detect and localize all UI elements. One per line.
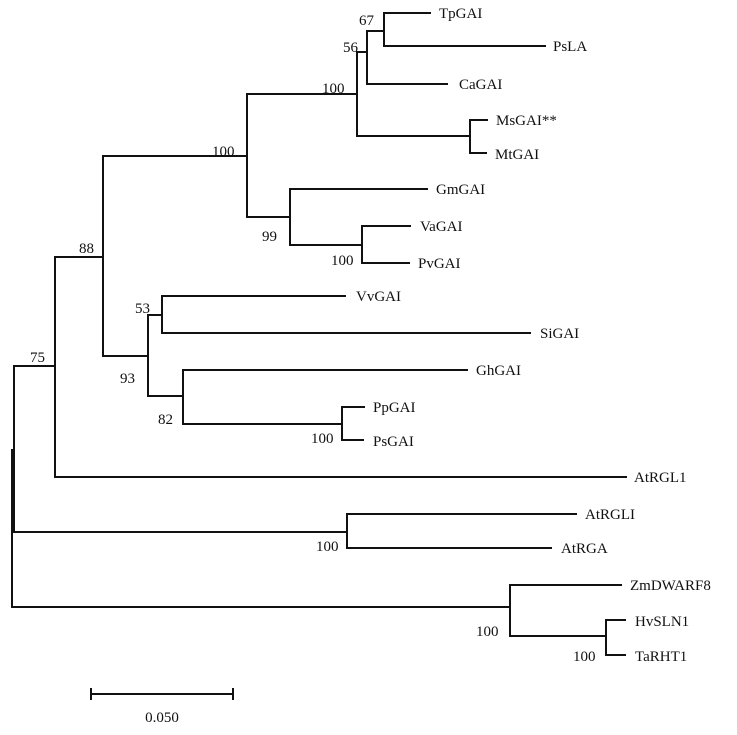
- taxon-label-cagai: CaGAI: [459, 77, 502, 93]
- taxon-label-tpgai: TpGAI: [439, 6, 482, 22]
- taxon-label-ppgai: PpGAI: [373, 400, 416, 416]
- bootstrap-label-legume-core: 100: [322, 81, 345, 97]
- taxon-label-psla: PsLA: [553, 39, 587, 55]
- tree-branches: [11, 12, 627, 656]
- taxon-label-atrga: AtRGA: [561, 541, 608, 557]
- bootstrap-label-dicot-group: 88: [79, 241, 94, 257]
- bootstrap-label-legume-big: 100: [212, 144, 235, 160]
- bootstrap-label-gh-pp-ps: 82: [158, 412, 173, 428]
- taxon-label-hvsln1: HvSLN1: [635, 614, 689, 630]
- taxon-label-gmgai: GmGAI: [436, 182, 485, 198]
- scale-bar: 0.050: [90, 688, 234, 726]
- bootstrap-label-pp-ps: 100: [311, 431, 334, 447]
- bootstrap-label-hv-ta: 100: [573, 649, 596, 665]
- bootstrap-label-tp-ps: 67: [359, 13, 375, 29]
- bootstrap-label-monocots: 100: [476, 624, 499, 640]
- bootstrap-label-va-pv: 100: [331, 253, 354, 269]
- taxon-label-atrgl1: AtRGL1: [634, 470, 687, 486]
- taxon-label-msgai: MsGAI**: [496, 113, 557, 129]
- taxon-label-atrgli: AtRGLI: [585, 507, 635, 523]
- bootstrap-label-with-atrgl1: 75: [30, 350, 45, 366]
- bootstrap-label-gm-va-pv: 99: [262, 229, 277, 245]
- bootstrap-label-vv-si: 53: [135, 301, 150, 317]
- bootstrap-labels: 67 56 100 100 99 100 88 53 93 82 100 75 …: [30, 13, 596, 665]
- scale-bar-line: [90, 688, 234, 700]
- bootstrap-label-atrgli-atrga: 100: [316, 539, 339, 555]
- taxon-label-vvgai: VvGAI: [356, 289, 401, 305]
- taxon-label-vagai: VaGAI: [420, 219, 463, 235]
- taxon-label-psgai: PsGAI: [373, 434, 414, 450]
- taxon-label-tarht1: TaRHT1: [635, 649, 687, 665]
- taxon-label-sigai: SiGAI: [540, 326, 579, 342]
- scale-bar-label: 0.050: [145, 710, 179, 726]
- taxon-label-mtgai: MtGAI: [495, 147, 539, 163]
- bootstrap-label-tp-ps-ca: 56: [343, 40, 359, 56]
- taxon-label-ghgai: GhGAI: [476, 363, 521, 379]
- taxon-labels: TpGAI PsLA CaGAI MsGAI** MtGAI GmGAI VaG…: [356, 6, 711, 665]
- bootstrap-label-vv-gh-group: 93: [120, 371, 135, 387]
- taxon-label-pvgai: PvGAI: [418, 256, 461, 272]
- taxon-label-zmdwarf8: ZmDWARF8: [630, 578, 711, 594]
